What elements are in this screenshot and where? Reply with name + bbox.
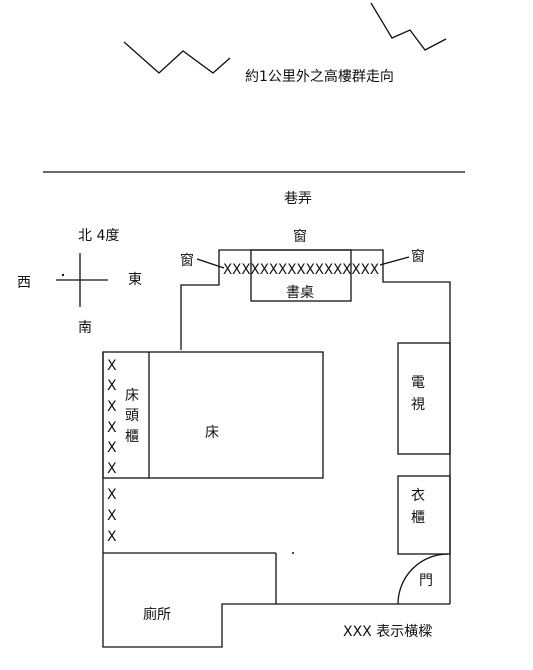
wardrobe-label-2: 櫃 — [411, 510, 425, 526]
room-bottom-wall — [102, 352, 450, 648]
beam-left-x: X — [107, 487, 117, 503]
tower-outline-right — [370, 2, 447, 51]
nightstand-label-1: 床 — [125, 388, 139, 404]
desk-label: 書桌 — [286, 285, 314, 301]
bed-label: 床 — [205, 425, 219, 441]
beam-top: XXXXXXXXXXXXXXXXX — [223, 262, 379, 278]
tower-outline-left — [123, 41, 231, 74]
marker-dot — [292, 552, 294, 554]
window-left-pointer — [196, 258, 225, 269]
compass-north-label: 北 4度 — [78, 228, 119, 244]
beam-left-x: X — [107, 508, 117, 524]
beam-left-x: X — [107, 440, 117, 456]
window-right-label: 窗 — [411, 248, 425, 265]
beam-left-x: X — [107, 378, 117, 394]
towers-label: 約1公里外之高樓群走向 — [245, 68, 394, 85]
room-outer-wall — [180, 249, 451, 604]
desk — [250, 249, 352, 302]
compass-south-label: 南 — [78, 320, 92, 336]
wardrobe — [397, 475, 451, 555]
bed — [102, 351, 324, 479]
tv-cabinet — [397, 342, 451, 455]
alley-label: 巷弄 — [284, 191, 312, 207]
compass-east-label: 東 — [128, 272, 142, 288]
wardrobe-label-1: 衣 — [411, 488, 425, 504]
window-right-pointer — [379, 256, 410, 266]
beam-left-x: X — [107, 461, 117, 477]
beam-left-x: X — [107, 420, 117, 436]
nightstand-label-2: 頭 — [125, 408, 139, 424]
tv-label-2: 視 — [411, 397, 425, 413]
tv-label-1: 電 — [411, 375, 425, 391]
beam-left-x: X — [107, 529, 117, 545]
window-top-label: 窗 — [293, 228, 307, 245]
window-left-label: 窗 — [180, 252, 194, 269]
compass-west-label: 西 — [17, 275, 31, 291]
beam-left: X X X X X X X X X — [107, 358, 117, 545]
beam-left-x: X — [107, 399, 117, 415]
toilet-label: 廁所 — [143, 606, 171, 623]
nightstand-label-3: 櫃 — [125, 429, 139, 445]
door-swing-arc — [397, 553, 449, 605]
beam-legend: XXX 表示橫樑 — [343, 624, 432, 640]
beam-left-x: X — [107, 358, 117, 374]
door-label: 門 — [419, 573, 433, 589]
compass: 北 4度 西 東 南 — [17, 228, 142, 336]
compass-dot — [61, 273, 65, 277]
